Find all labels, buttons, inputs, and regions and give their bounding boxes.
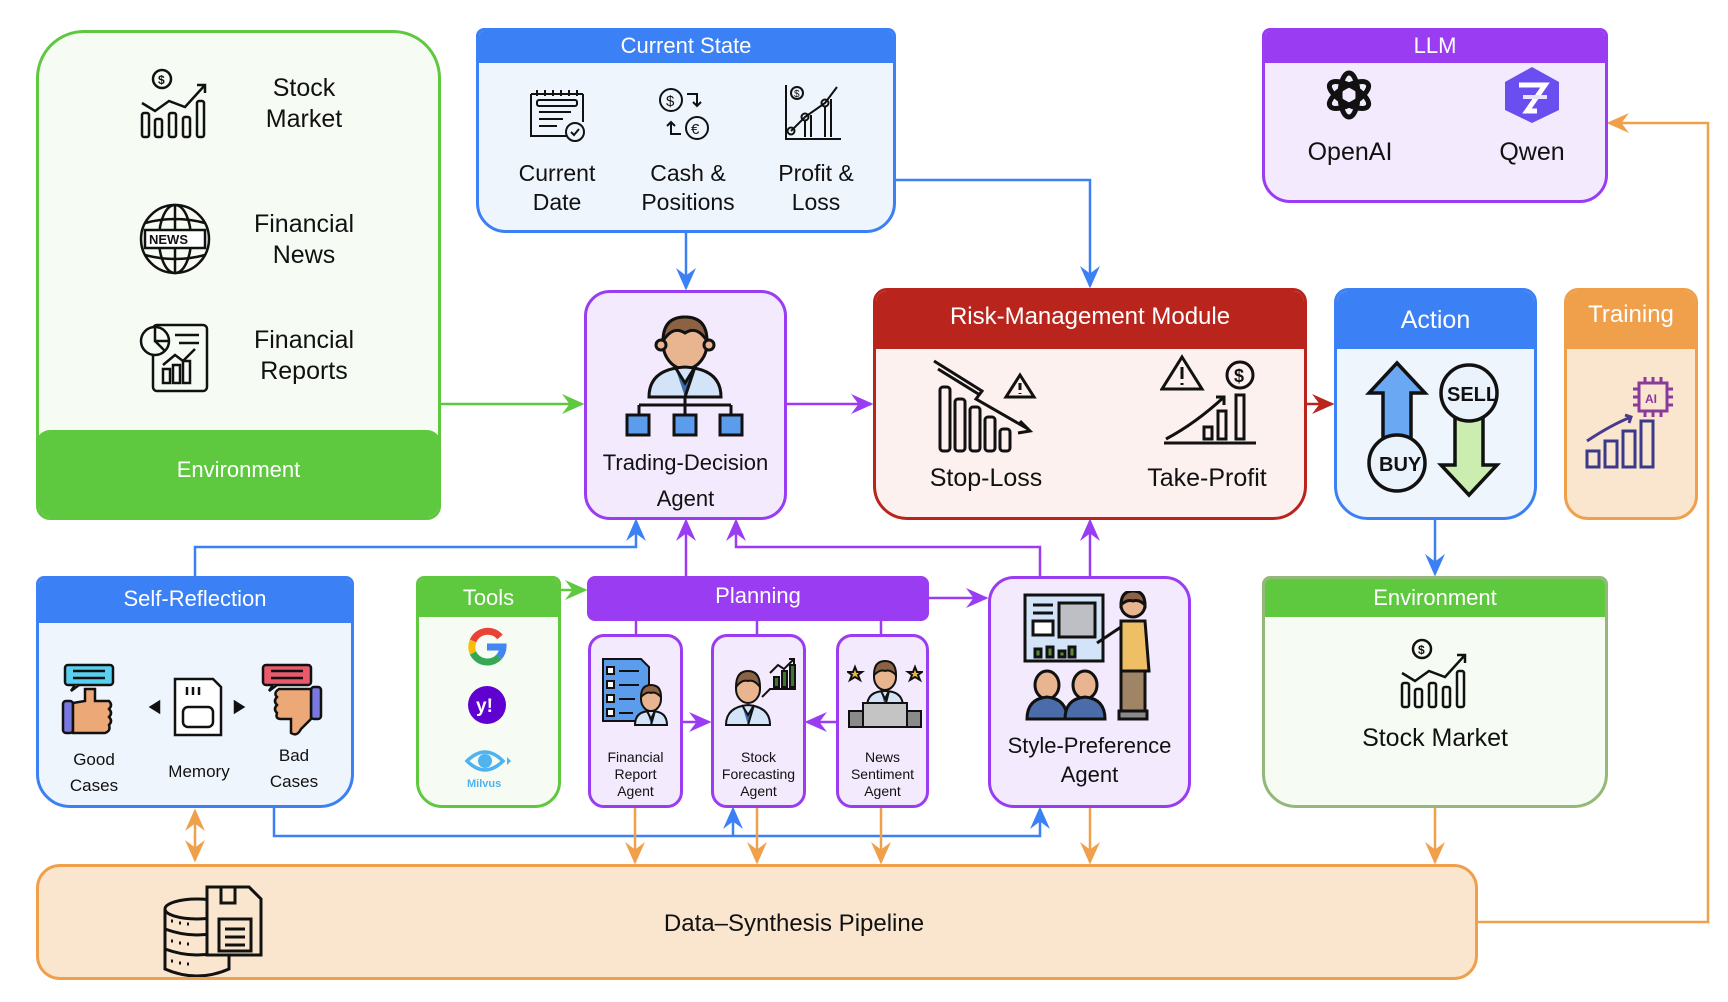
risk-management-module: Risk-Management Module Stop-Loss $ Take-…: [873, 288, 1307, 520]
svg-text:y!: y!: [476, 696, 493, 717]
training-panel: Training AI: [1564, 288, 1698, 520]
qwen-logo-icon: [1501, 65, 1563, 130]
wire-style-to-trading: [726, 518, 1042, 576]
stock-forecasting-agent: Stock Forecasting Agent: [711, 634, 806, 808]
manager-hierarchy-icon: [621, 307, 751, 442]
trading-agent-label: Trading-Decision Agent: [602, 450, 769, 511]
env-stock-market-label: Stock Market: [265, 74, 343, 134]
news-sentiment-agent: News Sentiment Agent: [836, 634, 929, 808]
action-panel: Action BUY SELL: [1334, 288, 1537, 520]
svg-text:Milvus: Milvus: [467, 778, 501, 790]
environment-sources-panel: $ Stock Market NEWS Financial News Finan…: [36, 30, 441, 520]
financial-report-icon: [139, 323, 209, 398]
wire-reflection-to-trading: [193, 518, 646, 576]
stock-market-icon: $: [137, 67, 217, 144]
currency-exchange-icon: $€: [655, 86, 715, 149]
style-preference-agent: Style-Preference Agent: [988, 576, 1191, 808]
forecaster-icon: [722, 657, 800, 732]
thumbs-up-icon: [61, 663, 117, 744]
llm-panel: LLM OpenAI Qwen: [1262, 28, 1608, 203]
report-checklist-icon: [601, 657, 671, 732]
current-state-panel: Current State Current Date $€ Cash & Pos…: [476, 28, 896, 233]
svg-text:€: €: [691, 121, 700, 138]
env-financial-news-label: Financial News: [253, 210, 355, 270]
svg-text:$: $: [1418, 643, 1425, 657]
risk-module-title: Risk-Management Module: [876, 291, 1304, 349]
openai-label: OpenAI: [1307, 138, 1393, 166]
take-profit-icon: $: [1159, 351, 1260, 456]
wire-state-to-risk: [895, 178, 1100, 289]
style-agent-label: Style-Preference Agent: [1007, 733, 1172, 787]
stock-forecasting-agent-label: Stock Forecasting Agent: [721, 749, 796, 799]
svg-text:AI: AI: [1645, 392, 1657, 406]
memory-card-icon: [147, 675, 247, 746]
wire-reflection-memory-loop: [272, 806, 1050, 838]
cash-positions-label: Cash & Positions: [641, 160, 735, 215]
svg-text:$: $: [158, 73, 165, 87]
svg-text:$: $: [666, 93, 675, 110]
memory-label: Memory: [168, 762, 230, 781]
buy-sell-icon: BUY SELL: [1364, 359, 1515, 504]
environment-right-panel: Environment $ Stock Market: [1262, 576, 1608, 808]
tools-title: Tools: [419, 579, 558, 617]
good-cases-label: Good Cases: [69, 750, 119, 795]
stop-loss-icon: [932, 357, 1042, 462]
news-sentiment-agent-label: News Sentiment Agent: [850, 749, 915, 799]
openai-logo-icon: [1319, 65, 1379, 130]
environment-right-label: Stock Market: [1362, 724, 1508, 752]
tools-panel: Tools y! Milvus: [416, 576, 561, 808]
llm-title: LLM: [1265, 31, 1605, 63]
environment-right-title: Environment: [1265, 579, 1605, 617]
bad-cases-label: Bad Cases: [269, 746, 319, 791]
environment-label-bar: Environment: [39, 430, 438, 517]
stock-market-icon: $: [1397, 637, 1477, 714]
take-profit-label: Take-Profit: [1147, 464, 1267, 492]
news-globe-icon: NEWS: [137, 201, 213, 282]
self-reflection-panel: Self-Reflection Good Cases Memory Bad Ca…: [36, 576, 354, 808]
presenter-icon: [1021, 589, 1161, 726]
financial-report-agent-label: Financial Report Agent: [607, 749, 664, 799]
current-date-label: Current Date: [518, 160, 596, 215]
action-title: Action: [1337, 291, 1534, 349]
svg-text:NEWS: NEWS: [149, 232, 188, 247]
thumbs-down-icon: [261, 663, 323, 744]
news-anchor-icon: [845, 657, 925, 734]
calendar-icon: [527, 86, 587, 147]
svg-text:$: $: [794, 89, 800, 100]
profit-chart-icon: $: [783, 83, 843, 148]
milvus-logo-icon[interactable]: Milvus: [463, 747, 513, 796]
pipeline-label: Data–Synthesis Pipeline: [663, 910, 925, 937]
stop-loss-label: Stop-Loss: [929, 464, 1043, 492]
financial-report-agent: Financial Report Agent: [588, 634, 683, 808]
env-financial-reports-label: Financial Reports: [253, 326, 355, 386]
svg-text:SELL: SELL: [1447, 384, 1498, 406]
database-save-icon: [161, 883, 265, 977]
current-state-title: Current State: [479, 31, 893, 63]
self-reflection-title: Self-Reflection: [39, 579, 351, 623]
training-title: Training: [1567, 291, 1695, 349]
planning-bar: Planning: [587, 576, 929, 621]
ai-growth-icon: AI: [1583, 375, 1683, 480]
qwen-label: Qwen: [1499, 138, 1565, 166]
svg-text:BUY: BUY: [1379, 454, 1422, 476]
trading-decision-agent: Trading-Decision Agent: [584, 290, 787, 520]
google-logo-icon[interactable]: [467, 627, 507, 672]
profit-loss-label: Profit & Loss: [778, 160, 854, 215]
svg-text:$: $: [1234, 366, 1244, 386]
yahoo-logo-icon[interactable]: y!: [467, 685, 507, 730]
data-synthesis-pipeline: Data–Synthesis Pipeline: [36, 864, 1478, 980]
